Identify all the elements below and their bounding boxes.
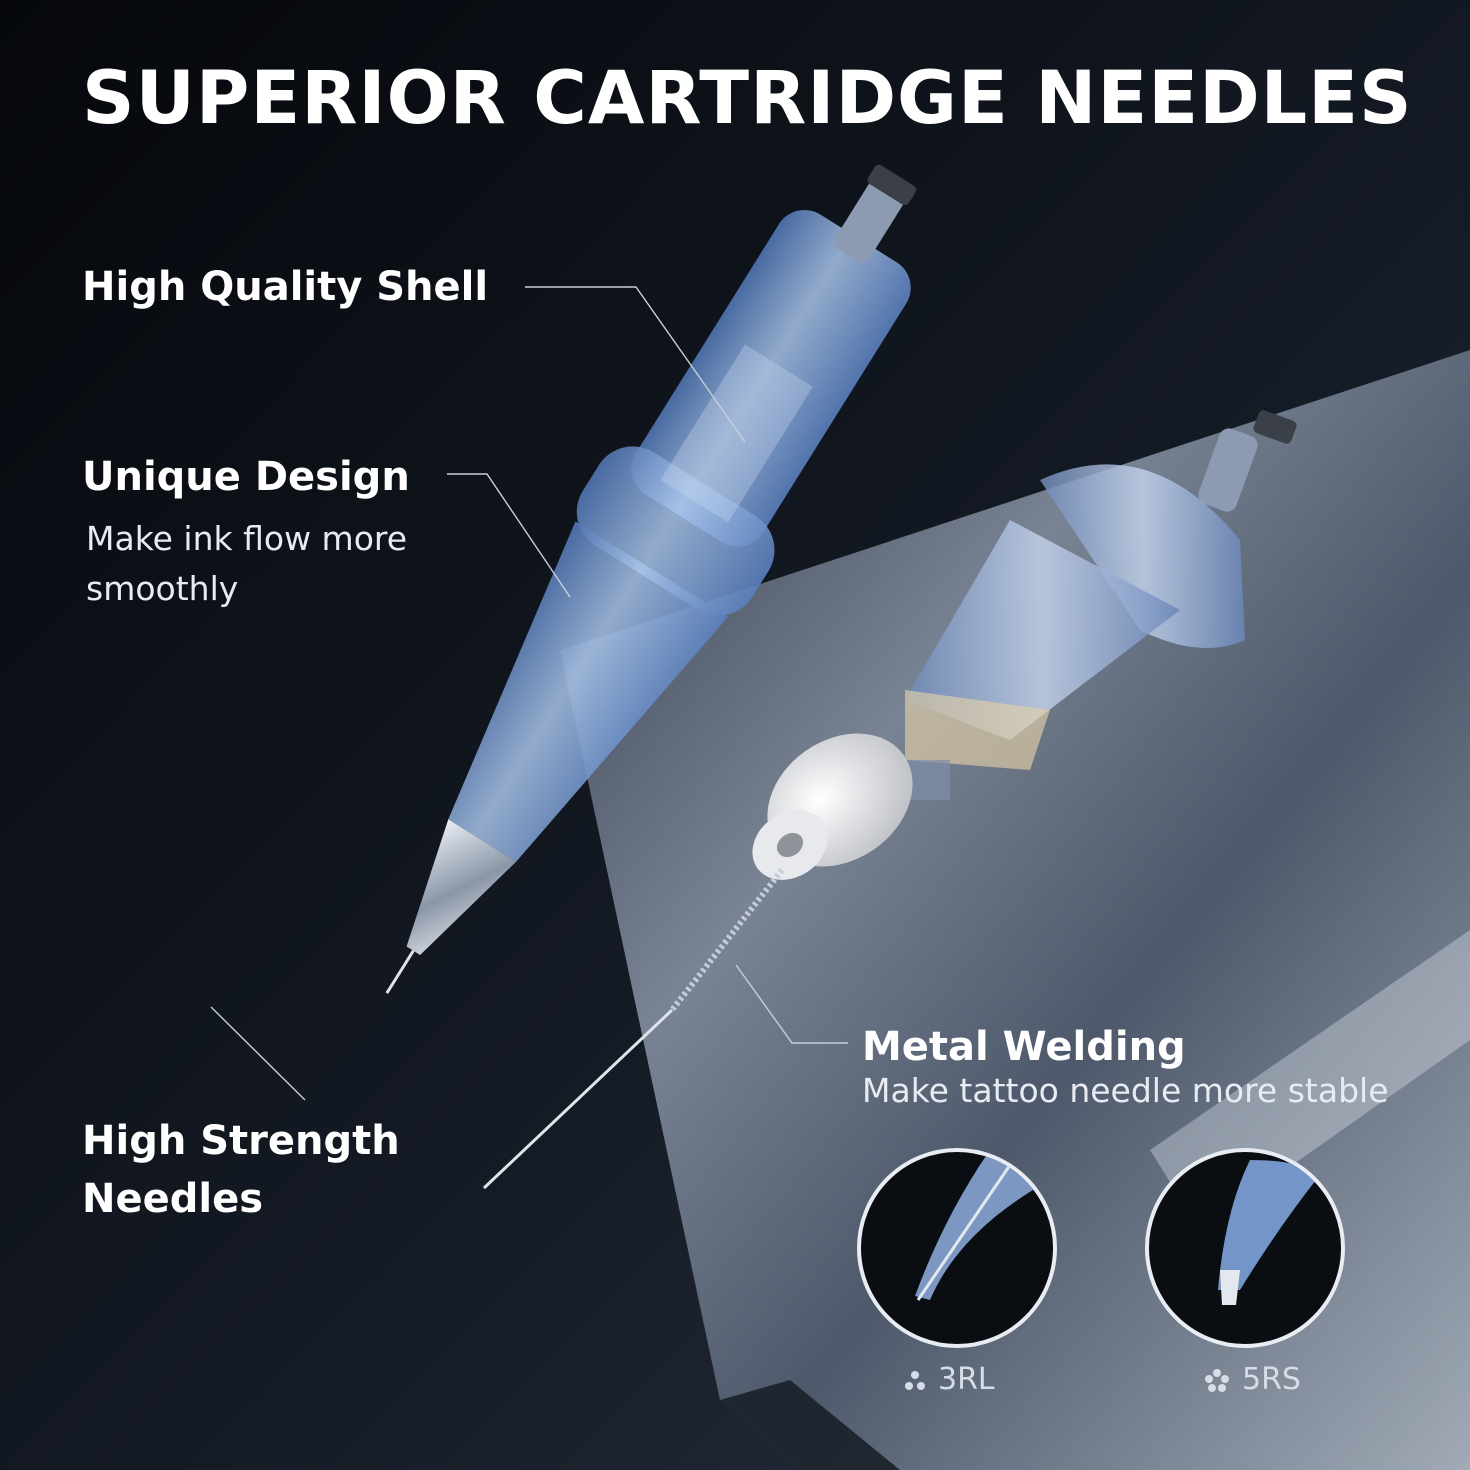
needle-cap-and-spring xyxy=(482,733,913,1190)
strength-title-line1: High Strength xyxy=(82,1118,400,1164)
shell-callout-title: High Quality Shell xyxy=(82,264,489,310)
needle-closeup-5rs xyxy=(1145,1148,1345,1348)
strength-callout-title: High Strength Needles xyxy=(82,1112,400,1228)
welding-callout-title: Metal Welding xyxy=(862,1024,1186,1070)
needle-type-5rs: 5RS xyxy=(1204,1362,1301,1397)
welding-callout-desc: Make tattoo needle more stable xyxy=(862,1071,1389,1110)
small-cartridge xyxy=(900,410,1297,800)
large-cartridge xyxy=(385,164,917,994)
needle-type-label: 3RL xyxy=(938,1362,995,1397)
strength-title-line2: Needles xyxy=(82,1176,264,1222)
needle-type-label: 5RS xyxy=(1242,1362,1301,1397)
page-title: SUPERIOR CARTRIDGE NEEDLES xyxy=(82,56,1413,141)
needle-type-3rl: 3RL xyxy=(904,1362,995,1397)
design-callout-desc: Make ink flow more smoothly xyxy=(86,519,408,608)
needle-closeup-3rl xyxy=(857,1148,1057,1348)
five-dot-icon xyxy=(1205,1368,1229,1392)
callout-lines xyxy=(210,286,848,1101)
design-callout-title: Unique Design xyxy=(82,454,410,500)
three-dot-icon xyxy=(905,1370,925,1390)
